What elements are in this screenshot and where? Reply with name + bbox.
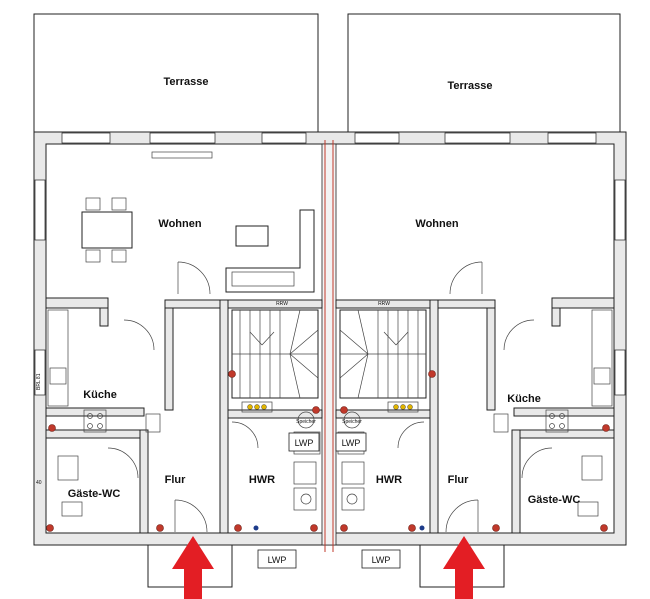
wc-fixtures-right <box>577 455 603 517</box>
utility-label-right: HWR <box>376 474 402 486</box>
terrace-right <box>347 13 621 133</box>
lwp-inside-label-left: LWP <box>295 438 314 448</box>
lwp-inside-label-right: LWP <box>342 438 361 448</box>
guest-wc-label-left: Gäste-WC <box>68 488 121 500</box>
dining-table-left <box>81 197 133 263</box>
interior-walls-right <box>335 297 615 534</box>
terrace-left <box>33 13 319 133</box>
hallway-label-right: Flur <box>448 474 469 486</box>
lwp-inside-box-left <box>288 432 320 452</box>
hallway-label-left: Flur <box>165 474 186 486</box>
tv-left <box>151 151 213 159</box>
outer-walls <box>33 131 627 546</box>
lwp-outside-box-right <box>361 549 401 569</box>
lwp-outside-label-right: LWP <box>372 555 391 565</box>
stair-tag-right: RRW <box>378 301 390 307</box>
stairs-right <box>339 309 427 399</box>
kitchen-side-note: BRL 81 <box>36 373 42 390</box>
living-label-right: Wohnen <box>415 218 458 230</box>
lwp-outside-box-left <box>257 549 297 569</box>
side-windows <box>34 179 626 396</box>
entrance-arrow-left <box>172 536 214 599</box>
kitchen-label-left: Küche <box>83 389 117 401</box>
interior-walls-left <box>45 297 323 534</box>
kitchen-left <box>47 309 161 433</box>
lwp-outside-label-left: LWP <box>268 555 287 565</box>
living-label-left: Wohnen <box>158 218 201 230</box>
kitchen-right <box>493 309 613 433</box>
sofa-left <box>225 209 315 293</box>
guest-wc-label-right: Gäste-WC <box>528 494 581 506</box>
kitchen-label-right: Küche <box>507 393 541 405</box>
doors <box>107 261 553 533</box>
terrace-label-left: Terrasse <box>163 76 208 88</box>
stair-tag-left: RRW <box>276 301 288 307</box>
terrace-label-right: Terrasse <box>447 80 492 92</box>
stairs-left <box>231 309 319 399</box>
entrance-arrow-right <box>443 536 485 599</box>
wc-fixtures-left <box>57 455 83 517</box>
hwr-equipment-left <box>241 401 321 511</box>
lwp-inside-box-right <box>335 432 367 452</box>
top-windows <box>61 132 597 144</box>
utility-label-left: HWR <box>249 474 275 486</box>
wc-dimension-note: 40 <box>36 480 42 486</box>
storage-tank-note-left: Speicher <box>296 419 316 425</box>
storage-tank-note-right: Speicher <box>342 419 362 425</box>
connection-dots <box>46 370 610 532</box>
party-wall <box>321 140 337 552</box>
hwr-equipment-right <box>337 401 419 511</box>
